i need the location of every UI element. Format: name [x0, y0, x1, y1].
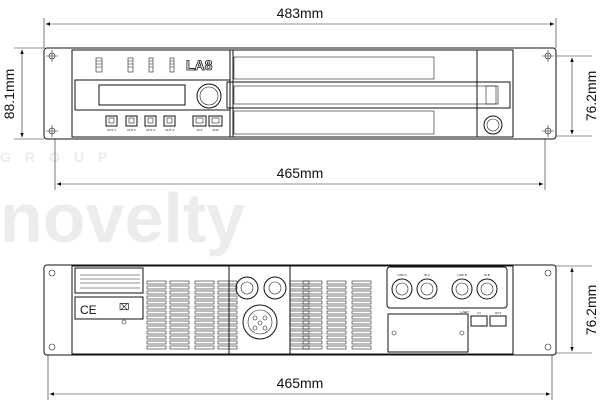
lnet-label: L-NET [460, 310, 469, 314]
front-button-3[interactable] [163, 115, 176, 127]
front-button-0[interactable] [105, 115, 118, 127]
dim-rear-body-width: 465mm [277, 375, 324, 391]
xlr-label: IN B [484, 273, 490, 277]
power-switch [483, 115, 503, 135]
front-button-1[interactable] [125, 115, 138, 127]
blank-plate [387, 313, 469, 353]
xlr-label: LINK B [457, 273, 467, 277]
main-encoder-knob [196, 83, 222, 109]
input-panel [386, 266, 508, 309]
front-button-label: IN A [197, 128, 203, 132]
front-button-2[interactable] [144, 115, 157, 127]
rear-view: CE ⌧ LINK A IN A LINK B IN B L-NET IN OUT [43, 264, 557, 356]
front-button-label: OUT 1 [107, 128, 116, 132]
dim-front-height: 88.1mm [1, 69, 17, 120]
front-rack-ears [43, 47, 557, 140]
front-handle [226, 81, 511, 109]
speakon-output-2 [263, 276, 287, 300]
lcd-display [98, 84, 186, 106]
xlr-label: IN A [424, 273, 430, 277]
front-button-label: OUT 3 [146, 128, 155, 132]
dim-front-rack-height: 76.2mm [583, 71, 599, 122]
rj45-out-label: OUT [495, 311, 502, 315]
dim-front-width: 483mm [277, 5, 324, 21]
model-logo: LA8 [186, 57, 213, 73]
front-body [71, 49, 514, 138]
watermark-group: GROUP [0, 149, 121, 165]
watermark-brand: novelty [0, 179, 245, 257]
dim-rear-rack-height: 76.2mm [583, 285, 599, 336]
xlr-connector [391, 278, 413, 300]
level-meters [95, 57, 175, 73]
weee-icon: ⌧ [119, 302, 129, 312]
mounting-holes [46, 50, 554, 137]
rj45-in-label: IN [478, 311, 481, 315]
speakon-output-1 [235, 276, 259, 300]
dim-front-body-width: 465mm [277, 165, 324, 181]
multipin-output [242, 304, 278, 340]
xlr-label: LINK A [397, 273, 406, 277]
front-button-4[interactable] [192, 115, 207, 127]
rj45-in [470, 315, 488, 327]
front-button-5[interactable] [208, 115, 223, 127]
xlr-connector [416, 278, 438, 300]
front-button-label: OUT 4 [165, 128, 174, 132]
output-connector-plate [228, 265, 291, 356]
ce-weee-label [74, 296, 144, 320]
rj45-out [489, 315, 507, 327]
serial-label [74, 267, 144, 294]
xlr-connector [476, 278, 498, 300]
front-view: LA8 OUT 1 OUT 2 OUT 3 OUT 4 IN A IN B [43, 47, 557, 140]
front-button-label: OUT 2 [127, 128, 136, 132]
xlr-connector [451, 278, 473, 300]
front-button-label: IN B [213, 128, 219, 132]
ce-mark: CE [80, 303, 97, 317]
